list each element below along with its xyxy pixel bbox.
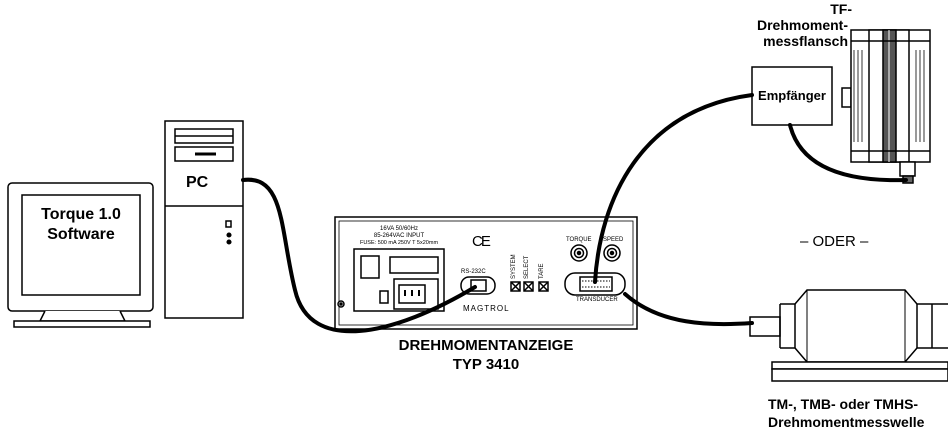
- ce-mark: CE: [472, 233, 491, 250]
- monitor-label-line2: Software: [47, 226, 115, 243]
- cables: [241, 93, 908, 334]
- receiver-label: Empfänger: [758, 88, 826, 103]
- cable-receiver-display: [593, 93, 754, 284]
- monitor: [7, 182, 154, 328]
- or-label: – ODER –: [800, 233, 869, 250]
- torque-label: TORQUE: [566, 237, 592, 243]
- brand-label: MAGTROL: [463, 304, 510, 313]
- cable-pc-display: [241, 177, 477, 334]
- flange-label-line3: messflansch: [763, 33, 848, 49]
- cable-receiver-flange: [788, 123, 908, 183]
- torque-display-unit: [334, 216, 638, 330]
- speed-label: SPEED: [603, 237, 624, 243]
- power-spec-line2: 85-264VAC INPUT: [373, 233, 425, 239]
- monitor-label-line1: Torque 1.0: [41, 206, 121, 223]
- cable-display-shaft: [623, 292, 754, 327]
- shaft-label-line2: Drehmomentmesswelle: [768, 414, 925, 430]
- flange-label-line2: Drehmoment-: [756, 17, 848, 33]
- tare-label: TARE: [539, 263, 545, 279]
- rs232-label: RS-232C: [461, 269, 486, 275]
- display-title-line1: DREHMOMENTANZEIGE: [398, 337, 574, 354]
- torque-shaft-sensor: [749, 289, 948, 382]
- power-spec-line1: 16VA 50/60Hz: [380, 226, 418, 232]
- transducer-label: TRANSDUCER: [576, 297, 618, 303]
- button-tare: [538, 281, 549, 292]
- pc-label: PC: [186, 174, 209, 191]
- button-select: [523, 281, 534, 292]
- select-label: SELECT: [524, 255, 530, 279]
- shaft-label-line1: TM-, TMB- oder TMHS-: [768, 396, 919, 412]
- pc-tower: [164, 120, 244, 319]
- button-system: [510, 281, 521, 292]
- power-spec-line3: FUSE: 500 mA 250V T 5x20mm: [359, 240, 439, 246]
- system-label: SYSTEM: [511, 254, 517, 279]
- display-title-line2: TYP 3410: [452, 356, 520, 373]
- torque-flange: [841, 29, 931, 184]
- flange-label-line1: TF-: [830, 1, 852, 17]
